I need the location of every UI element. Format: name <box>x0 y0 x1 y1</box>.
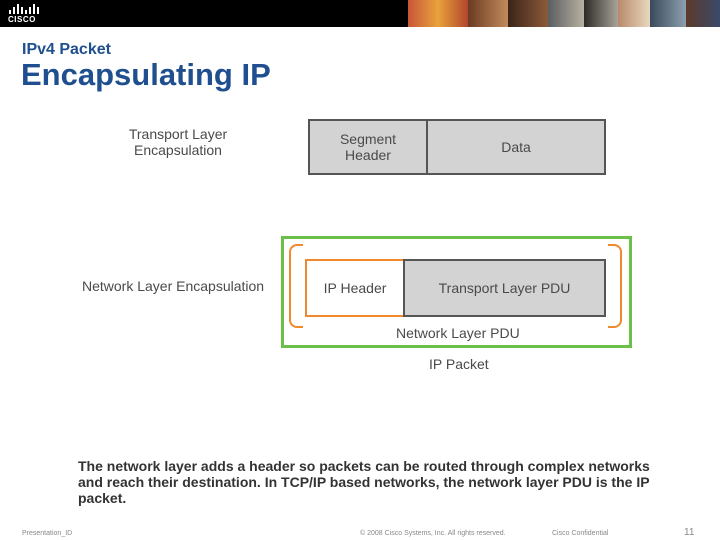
segment-header-box: Segment Header <box>308 119 428 175</box>
slide-title: Encapsulating IP <box>21 57 271 92</box>
cisco-logo: CISCO <box>8 4 42 24</box>
footer-presentation-id: Presentation_ID <box>22 530 73 537</box>
footer-confidential: Cisco Confidential <box>552 530 609 537</box>
network-pdu-right-bracket <box>608 244 622 328</box>
data-box: Data <box>426 119 606 175</box>
slide-subtitle: IPv4 Packet <box>22 41 111 58</box>
page-number: 11 <box>684 527 695 538</box>
ip-packet-label: IP Packet <box>429 356 489 372</box>
cisco-bars-icon <box>8 4 42 14</box>
ip-packet-outline <box>281 236 632 348</box>
transport-layer-encapsulation-label: Transport Layer Encapsulation <box>128 126 228 158</box>
ip-header-box: IP Header <box>305 259 405 317</box>
transport-layer-pdu-box: Transport Layer PDU <box>403 259 606 317</box>
network-layer-encapsulation-label: Network Layer Encapsulation <box>82 278 265 294</box>
footer-copyright: © 2008 Cisco Systems, Inc. All rights re… <box>360 530 506 537</box>
top-banner: CISCO <box>0 0 720 27</box>
network-pdu-left-bracket <box>289 244 303 328</box>
banner-photo-strip <box>408 0 720 27</box>
cisco-wordmark: CISCO <box>8 15 36 24</box>
network-layer-pdu-label: Network Layer PDU <box>396 325 520 341</box>
description-text: The network layer adds a header so packe… <box>78 458 650 506</box>
